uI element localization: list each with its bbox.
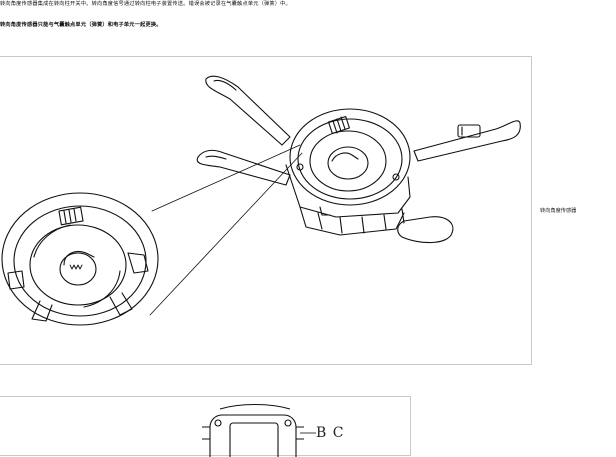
body-text-line-1: 转向角度传感器集成在转向柱开关中。转向角度信号通过转向柱电子装置传送。错误会被记…	[0, 1, 291, 7]
body-text-line-2-bold: 转向角度传感器只能与气囊触点单元（弹簧）和电子单元一起更换。	[0, 22, 162, 28]
figure-callout-letters: B C	[316, 425, 345, 441]
second-figure-partial	[0, 396, 411, 457]
figure-side-caption: 转向角度传感器	[540, 208, 577, 214]
steering-switch-drawing	[1, 75, 521, 326]
second-figure-drawing	[202, 404, 316, 457]
steering-column-switch-figure	[0, 56, 532, 365]
